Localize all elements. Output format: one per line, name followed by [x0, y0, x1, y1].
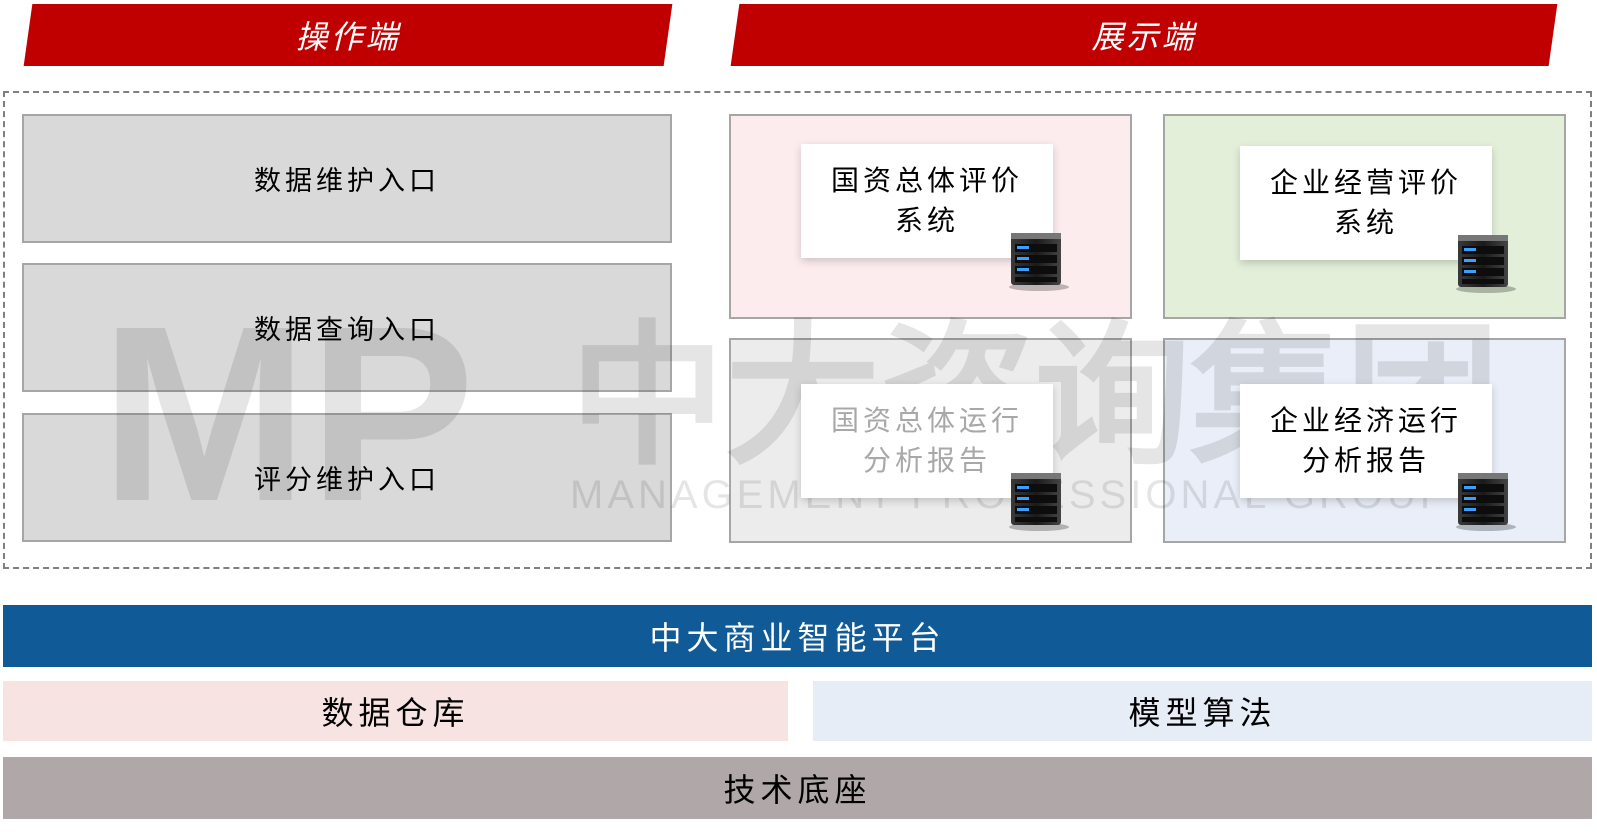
display-header-label: 展示端: [1091, 18, 1197, 56]
bi-platform-bar: 中大商业智能平台: [3, 605, 1592, 667]
model-label: 模型算法: [1128, 694, 1277, 732]
card-line2: 分析报告: [862, 444, 991, 477]
base-label: 技术底座: [723, 771, 872, 809]
entry-label: 数据维护入口: [254, 166, 440, 197]
server-icon: [1009, 473, 1069, 531]
card-line1: 企业经济运行: [1269, 404, 1462, 437]
entry-label: 评分维护入口: [254, 465, 440, 496]
server-icon: [1456, 235, 1516, 293]
card-enterprise-evaluation[interactable]: 企业经营评价 系统: [1240, 146, 1492, 260]
model-algorithm-bar: 模型算法: [813, 681, 1592, 741]
score-maintenance-entry[interactable]: 评分维护入口: [22, 413, 672, 542]
card-line2: 分析报告: [1301, 444, 1430, 477]
card-state-report[interactable]: 国资总体运行 分析报告: [801, 384, 1053, 498]
data-warehouse-bar: 数据仓库: [3, 681, 788, 741]
tech-base-bar: 技术底座: [3, 757, 1592, 819]
card-line1: 国资总体运行: [830, 404, 1023, 437]
entry-label: 数据查询入口: [254, 315, 440, 346]
data-maintenance-entry[interactable]: 数据维护入口: [22, 114, 672, 243]
card-line1: 国资总体评价: [830, 164, 1023, 197]
platform-label: 中大商业智能平台: [649, 619, 946, 657]
card-line2: 系统: [894, 204, 959, 237]
dashed-container: [3, 91, 1592, 569]
card-line1: 企业经营评价: [1269, 166, 1462, 199]
card-line2: 系统: [1333, 206, 1398, 239]
data-query-entry[interactable]: 数据查询入口: [22, 263, 672, 392]
display-header: 展示端: [730, 4, 1558, 66]
operation-header-label: 操作端: [295, 18, 401, 56]
card-enterprise-report[interactable]: 企业经济运行 分析报告: [1240, 384, 1492, 498]
server-icon: [1456, 473, 1516, 531]
warehouse-label: 数据仓库: [321, 694, 470, 732]
operation-header: 操作端: [23, 4, 673, 66]
server-icon: [1009, 233, 1069, 291]
